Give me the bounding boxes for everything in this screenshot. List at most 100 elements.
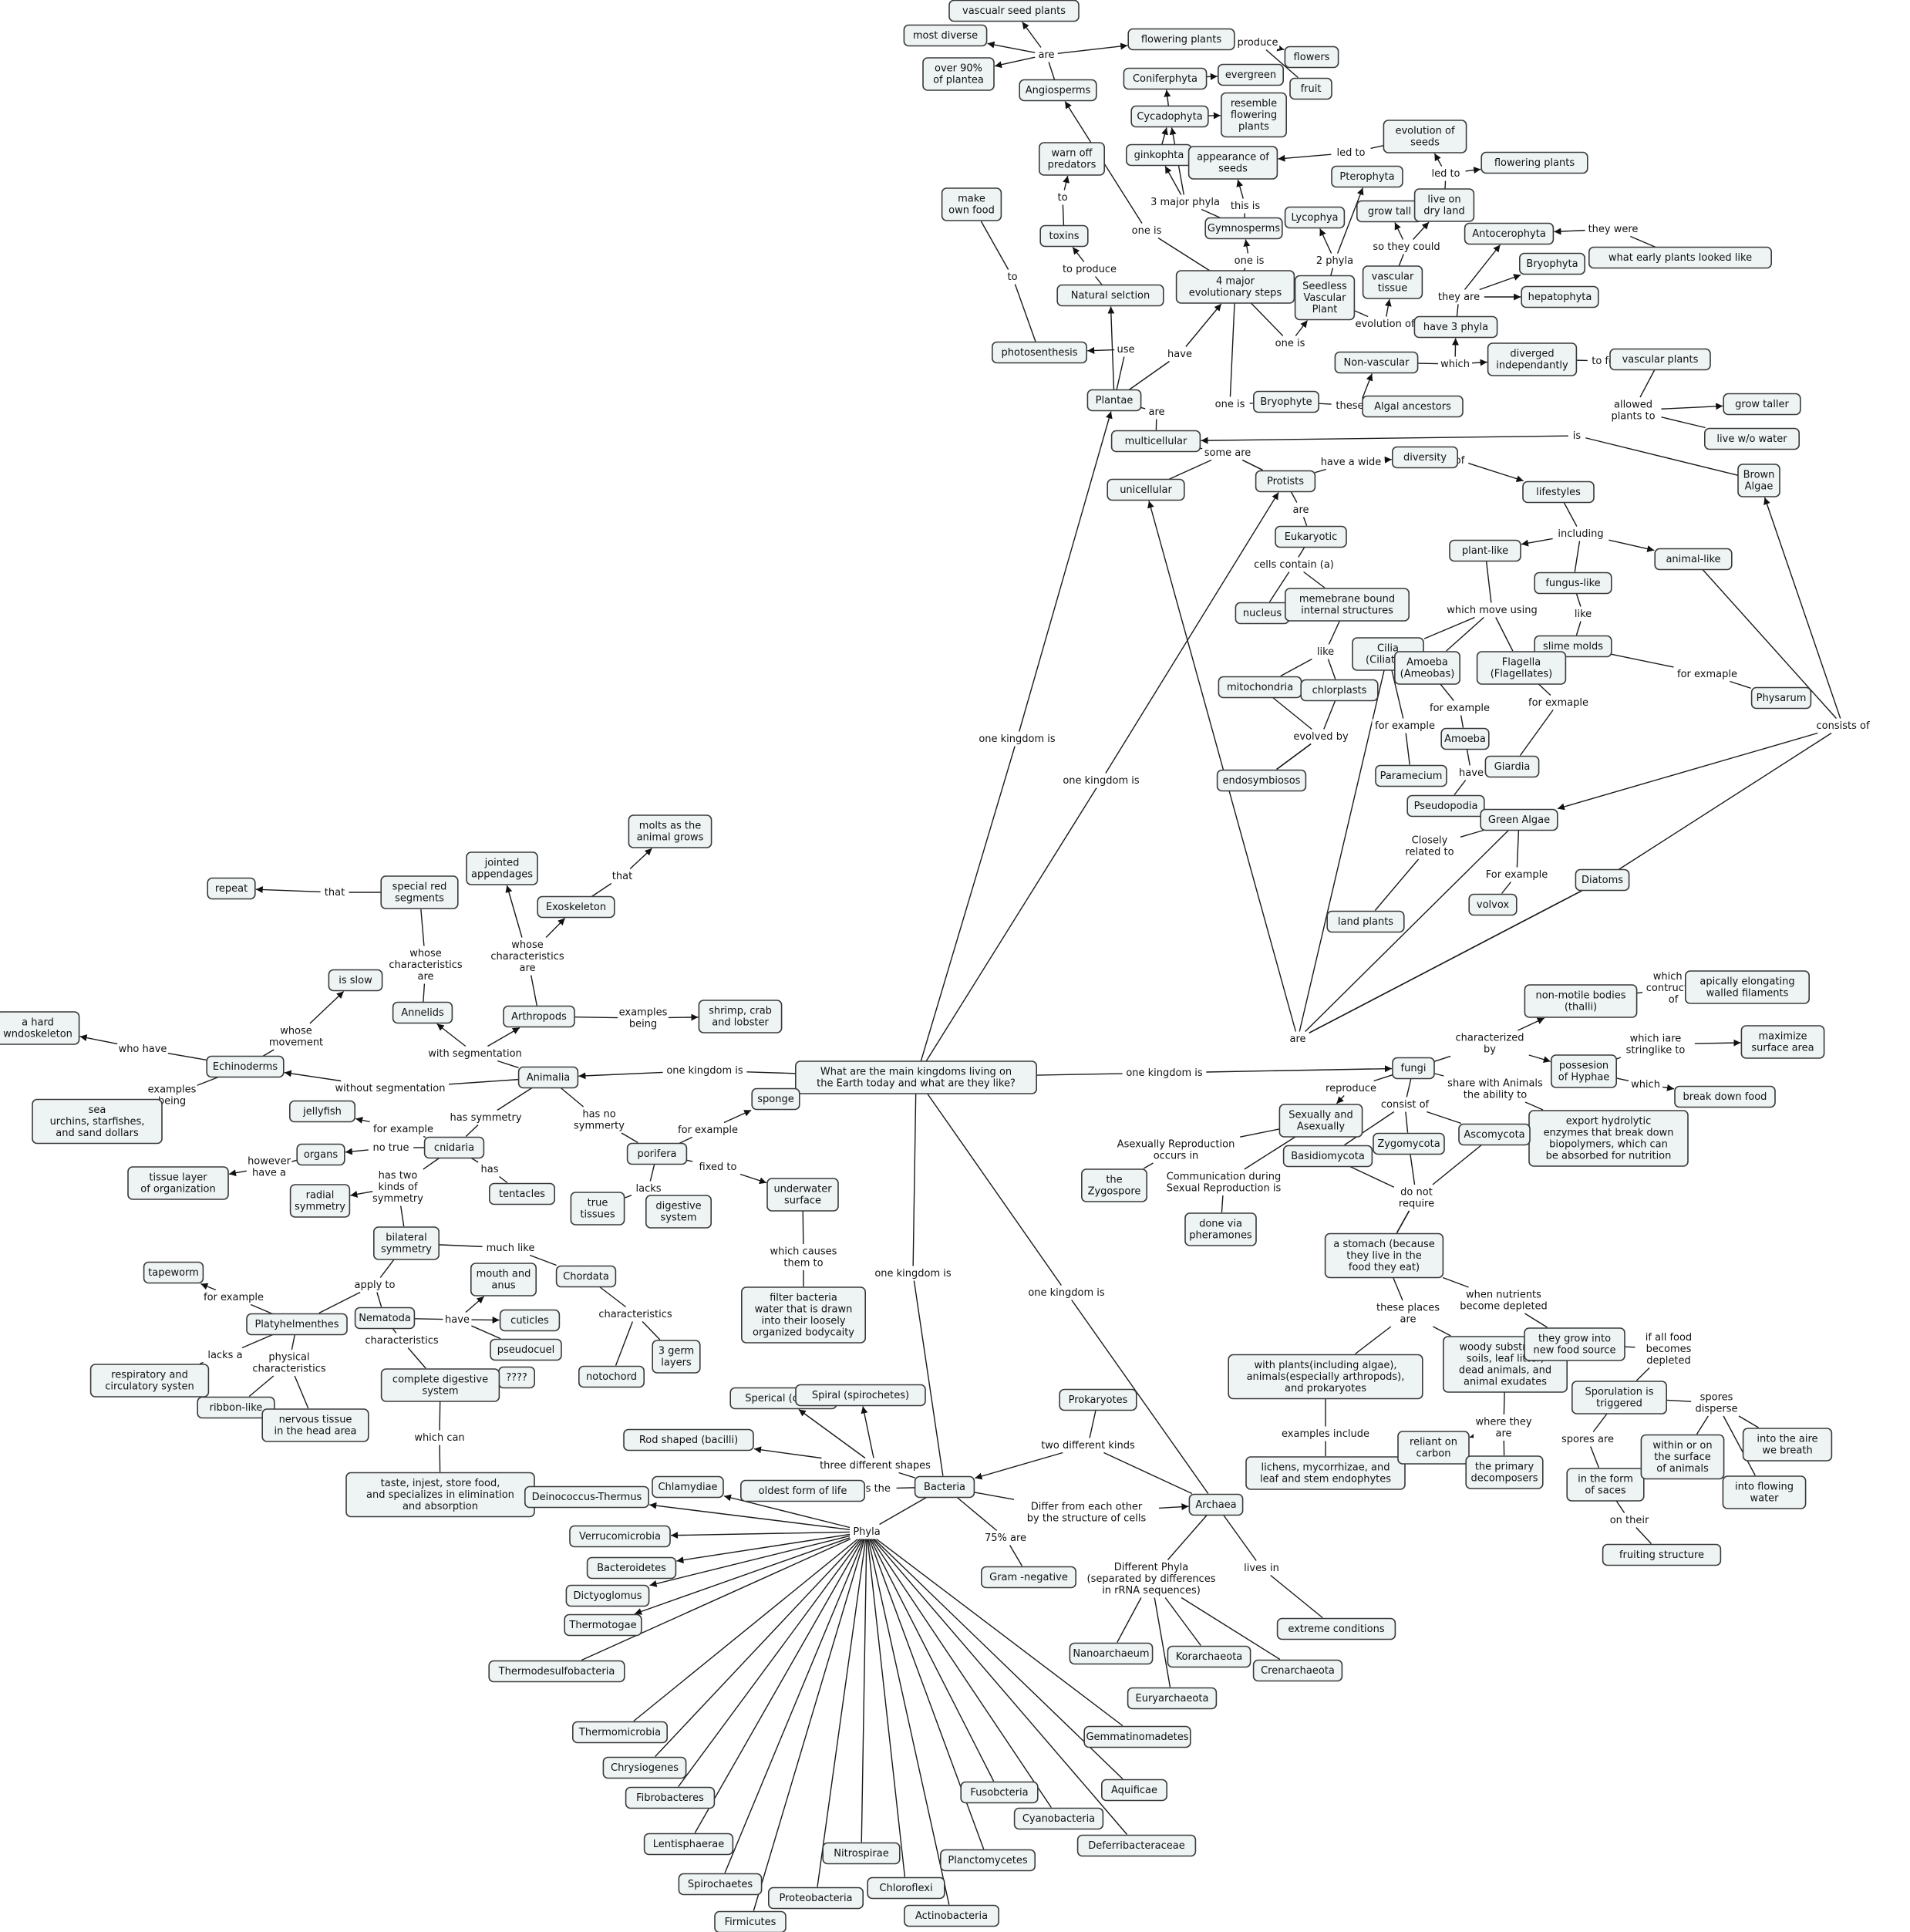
connector-line	[1158, 1503, 1189, 1511]
connector-line	[379, 1259, 395, 1278]
link-label-text: to produce	[1063, 264, 1117, 275]
link-label: which	[1439, 357, 1471, 371]
connector-line	[1299, 669, 1385, 1032]
concept-node-text: live w/o water	[1716, 433, 1787, 445]
concept-node-text: Amoeba(Ameobas)	[1400, 657, 1455, 680]
link-label-text: to	[1057, 192, 1067, 204]
connector-line	[414, 1318, 443, 1320]
concept-node-vascular-seed: vascualr seed plants	[948, 0, 1080, 22]
connector-line	[896, 1487, 915, 1489]
concept-node-nanoarchaeum: Nanoarchaeum	[1069, 1642, 1154, 1665]
concept-node-text: Planctomycetes	[948, 1855, 1027, 1866]
connector-line	[197, 1076, 219, 1086]
link-label: use	[1115, 342, 1137, 356]
connector-line	[1696, 1415, 1709, 1435]
concept-node-exoskeleton: Exoskeleton	[537, 895, 615, 919]
concept-node-text: organs	[304, 1149, 339, 1161]
link-label-text: for exmaple	[1528, 697, 1588, 709]
concept-node-cnidaria: cnidaria	[423, 1136, 485, 1159]
link-label-text: which	[1440, 359, 1470, 370]
connector-line	[200, 1361, 204, 1364]
concept-node-text: Giardia	[1494, 761, 1531, 773]
connector-line	[531, 975, 538, 1006]
concept-node-text: multicellular	[1125, 436, 1187, 447]
connector-line	[1362, 373, 1373, 399]
concept-node-fungi: fungi	[1392, 1057, 1435, 1080]
link-label: that	[608, 869, 636, 883]
connector-line	[1519, 710, 1554, 756]
connector-line	[912, 1093, 917, 1266]
link-label-text: one is	[1132, 225, 1162, 237]
connector-line	[1157, 237, 1211, 271]
connector-line	[649, 1502, 851, 1530]
link-label: to produce	[1059, 262, 1120, 276]
connector-line	[1167, 1515, 1208, 1560]
connector-line	[1456, 304, 1459, 317]
link-label-text: are	[1292, 504, 1309, 516]
concept-node-with-plants: with plants(including algae),animals(esp…	[1228, 1354, 1423, 1400]
link-label-text: are	[1148, 406, 1164, 418]
connector-line	[861, 1406, 874, 1458]
concept-node-algal-ancestors: Algal ancestors	[1362, 395, 1464, 418]
concept-node-text: repeat	[215, 883, 248, 895]
connector-line	[1270, 1574, 1323, 1619]
link-label: which	[1629, 1077, 1662, 1091]
link-label: much like	[483, 1241, 538, 1255]
concept-node-bacilli: Rod shaped (bacilli)	[623, 1428, 754, 1452]
concept-node-text: Coniferphyta	[1133, 73, 1198, 85]
connector-line	[1557, 732, 1818, 811]
connector-line	[355, 1116, 370, 1124]
connector-line	[1730, 680, 1751, 689]
concept-node-text: ribbon-like	[210, 1402, 263, 1414]
connector-line	[1147, 501, 1297, 1032]
link-label-text: for example	[678, 1124, 738, 1136]
connector-line	[867, 1539, 950, 1905]
connector-line	[1048, 62, 1056, 80]
connector-line	[1563, 502, 1578, 527]
concept-node-text: Antocerophyta	[1472, 228, 1546, 240]
connector-line	[1265, 49, 1299, 79]
concept-node-porifera: porifera	[626, 1142, 688, 1165]
link-label-text: including	[1558, 528, 1603, 540]
connector-line	[1229, 302, 1235, 397]
link-label: is the	[857, 1482, 896, 1495]
link-label: are	[1287, 1032, 1309, 1046]
link-label-text: lives in	[1244, 1563, 1279, 1574]
connector-line	[870, 1539, 995, 1782]
concept-node-hepatophyta: hepatophyta	[1521, 285, 1599, 309]
concept-node-fibrobacteres: Fibrobacteres	[625, 1786, 716, 1809]
concept-node-text: Bacteroidetes	[597, 1563, 666, 1574]
link-label-text: led to	[1431, 168, 1460, 180]
link-label-text: for example	[1375, 720, 1435, 732]
connector-line	[529, 1254, 557, 1266]
link-label: one kingdom is	[1025, 1286, 1108, 1300]
connector-line	[1479, 274, 1521, 291]
concept-node-plantae: Plantae	[1086, 389, 1142, 412]
concept-node-text: Lycophya	[1292, 212, 1339, 224]
concept-node-text: is slow	[339, 975, 372, 986]
connector-line	[262, 1049, 275, 1057]
connector-line	[1243, 239, 1251, 254]
concept-node-thermomicrobia: Thermomicrobia	[571, 1721, 668, 1744]
concept-node-angiosperms: Angiosperms	[1019, 79, 1097, 102]
link-label-text: on their	[1610, 1515, 1649, 1526]
concept-node-flowering-plants: flowering plants	[1127, 28, 1235, 51]
link-label-text: one kingdom is	[666, 1065, 743, 1077]
concept-node-animal-like: animal-like	[1654, 548, 1733, 571]
concept-node-text: Thermomicrobia	[578, 1727, 661, 1738]
